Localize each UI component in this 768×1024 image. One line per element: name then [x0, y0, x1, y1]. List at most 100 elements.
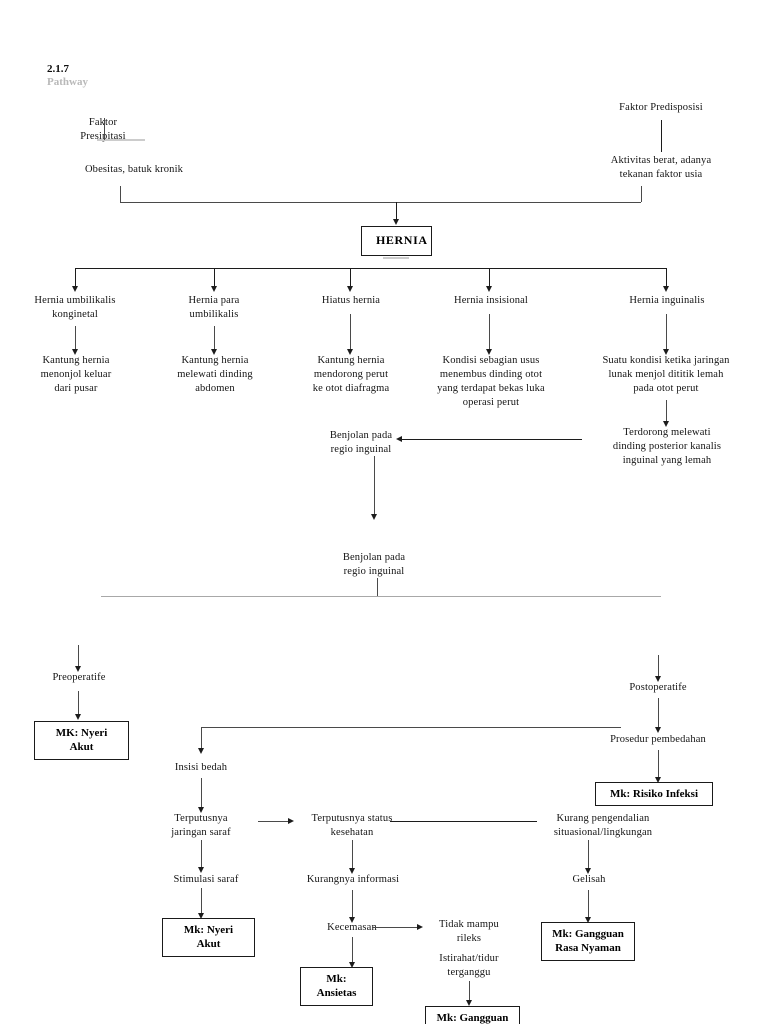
connector-benjolan1-benjolan2 — [374, 456, 375, 516]
arrow-down-icon — [347, 349, 353, 355]
arrow-down-icon — [198, 748, 204, 754]
connector-postoperatife-prosedur — [658, 698, 659, 728]
node-benjolan-1: Benjolan pada regio inguinal — [329, 430, 393, 455]
bus-drop-left — [120, 186, 121, 202]
node-kantung-diafragma: Kantung hernia mendorong perut ke otot d… — [312, 355, 390, 394]
branch-stem-2 — [214, 268, 215, 287]
node-terdorong-melewati: Terdorong melewati dinding posterior kan… — [612, 427, 722, 466]
arrow-down-icon — [211, 349, 217, 355]
arrow-down-icon — [663, 349, 669, 355]
node-insisi-bedah: Insisi bedah — [174, 762, 228, 773]
arrow-down-icon — [393, 219, 399, 225]
connector-insisional — [489, 314, 490, 350]
node-kantung-abdomen: Kantung hernia melewati dinding abdomen — [177, 355, 253, 394]
connector-bus-postoperatife — [658, 655, 659, 677]
connector-stimulasi-mk — [201, 888, 202, 914]
connector-kecemasan-mk — [352, 937, 353, 963]
arrow-down-icon — [466, 1000, 472, 1006]
arrow-down-icon — [211, 286, 217, 292]
node-hernia-inguinalis: Hernia inguinalis — [629, 295, 705, 306]
mk-risiko-infeksi-box: Mk: Risiko Infeksi — [595, 782, 713, 807]
node-kondisi-usus: Kondisi sebagian usus menembus dinding o… — [437, 355, 545, 408]
arrow-down-icon — [75, 714, 81, 720]
arrow-down-icon — [349, 962, 355, 968]
connector-presipitasi-obesitas — [104, 118, 105, 140]
arrow-down-icon — [198, 867, 204, 873]
mk-ansietas-box: Mk: Ansietas — [300, 967, 373, 1006]
branch-stem-5 — [666, 268, 667, 287]
arrow-down-icon — [371, 514, 377, 520]
connector-jaringan-stimulasi — [201, 840, 202, 868]
node-faktor-presipitasi: Faktor Presipitasi — [53, 102, 153, 144]
ink-smudge — [97, 139, 145, 141]
node-kecemasan: Kecemasan — [327, 922, 377, 933]
ink-smudge-hernia — [383, 257, 409, 259]
arrow-left-icon — [396, 436, 402, 442]
merge-bus-top — [120, 202, 641, 203]
bus-drop-right — [641, 186, 642, 202]
branch-stem-3 — [350, 268, 351, 287]
connector-bus-preoperatife — [78, 645, 79, 667]
arrow-down-icon — [349, 868, 355, 874]
node-kantung-pusar: Kantung hernia menonjol keluar dari pusa… — [40, 355, 112, 394]
node-hernia-insisional: Hernia insisional — [454, 295, 528, 306]
mk-gangguan-pola-tidur-box: Mk: Gangguan — [425, 1006, 520, 1024]
node-postoperatife: Postoperatife — [629, 682, 687, 693]
node-terputusnya-status: Terputusnya status kesehatan — [311, 813, 393, 838]
mk-nyeri-akut-pre-box: MK: Nyeri Akut — [34, 721, 129, 760]
arrow-down-icon — [486, 286, 492, 292]
connector-preoperatife-mk — [78, 691, 79, 715]
arrow-down-icon — [655, 676, 661, 682]
node-benjolan-2: Benjolan pada regio inguinal — [342, 552, 406, 577]
connector-pengendalian-gelisah — [588, 840, 589, 870]
connector-prosedur-mk-infeksi — [658, 750, 659, 778]
node-preoperatife: Preoperatife — [52, 672, 106, 683]
arrow-down-icon — [655, 727, 661, 733]
arrow-right-icon — [288, 818, 294, 824]
arrow-down-icon — [663, 421, 669, 427]
connector-benjolan2-bus — [377, 578, 378, 596]
section-number: 2.1.7 — [47, 63, 69, 75]
mk-nyeri-akut-post-box: Mk: Nyeri Akut — [162, 918, 255, 957]
connector-kecemasan-rileks — [372, 927, 418, 928]
arrow-down-icon — [349, 917, 355, 923]
node-istirahat-terganggu: Istirahat/tidur terganggu — [439, 953, 499, 978]
connector-kondisi-terdorong — [666, 400, 667, 422]
connector-terdorong-benjolan — [402, 439, 582, 440]
node-tidak-mampu-rileks: Tidak mampu rileks — [439, 919, 499, 944]
arrow-down-icon — [486, 349, 492, 355]
connector-inguinalis — [666, 314, 667, 350]
node-stimulasi-saraf: Stimulasi saraf — [173, 874, 239, 885]
arrow-down-icon — [72, 286, 78, 292]
connector-para-umbilikalis — [214, 326, 215, 350]
section-title: Pathway — [47, 76, 88, 88]
node-suatu-kondisi: Suatu kondisi ketika jaringan lunak menj… — [602, 355, 730, 394]
node-faktor-predisposisi: Faktor Predisposisi — [619, 102, 703, 113]
connector-predisposisi-aktivitas — [661, 120, 662, 152]
node-obesitas-batuk-kronik: Obesitas, batuk kronik — [84, 164, 184, 175]
node-hernia-umbilikalis: Hernia umbilikalis konginetal — [34, 295, 116, 320]
faktor-presipitasi-label: Faktor Presipitasi — [80, 116, 126, 142]
connector-prosedur-insisi-v — [201, 727, 202, 749]
connector-bus-hernia — [396, 202, 397, 220]
connector-prosedur-insisi-h — [201, 727, 621, 728]
arrow-down-icon — [655, 777, 661, 783]
node-aktivitas-berat: Aktivitas berat, adanya tekanan faktor u… — [610, 155, 712, 180]
arrow-down-icon — [198, 807, 204, 813]
arrow-down-icon — [585, 868, 591, 874]
arrow-down-icon — [663, 286, 669, 292]
node-gelisah: Gelisah — [572, 874, 606, 885]
branch-stem-4 — [489, 268, 490, 287]
connector-status-pengendalian — [390, 821, 537, 822]
connector-jaringan-status — [258, 821, 290, 822]
connector-istirahat-mk — [469, 981, 470, 1001]
node-kurangnya-informasi: Kurangnya informasi — [306, 874, 400, 885]
node-hiatus-hernia: Hiatus hernia — [321, 295, 381, 306]
node-hernia-para-umbilikalis: Hernia para umbilikalis — [188, 295, 240, 320]
pre-post-split-bus — [101, 596, 661, 597]
arrow-down-icon — [198, 913, 204, 919]
branch-stem-1 — [75, 268, 76, 287]
connector-insisi-terputusnya — [201, 778, 202, 808]
node-kurang-pengendalian: Kurang pengendalian situasional/lingkung… — [553, 813, 653, 838]
